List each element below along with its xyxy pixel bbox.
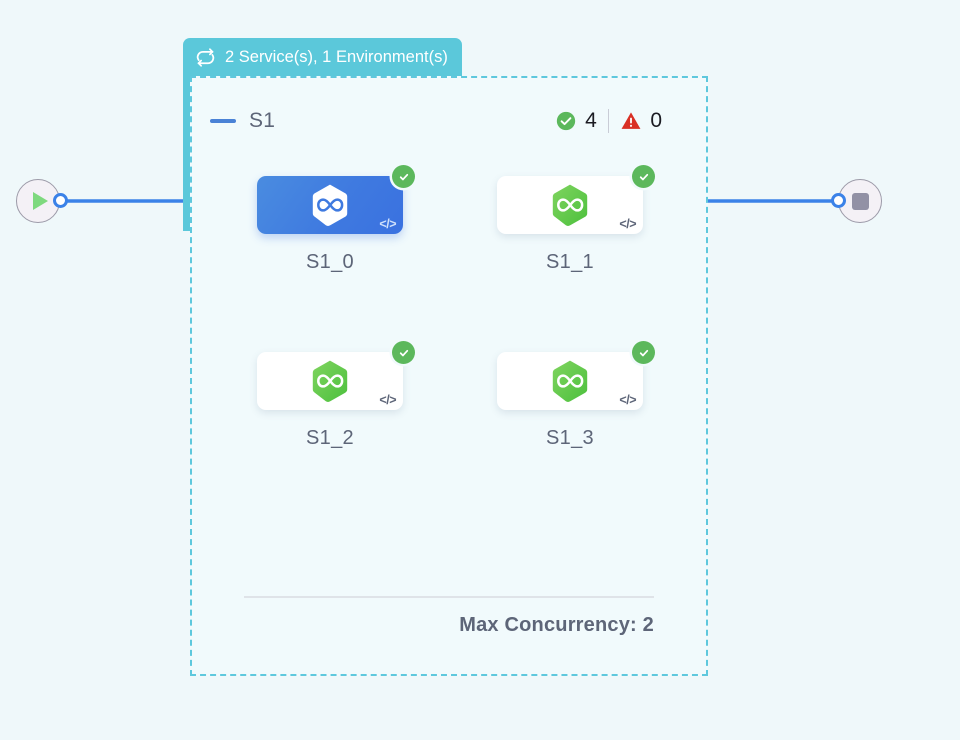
- hexagon-infinity-icon: [310, 183, 350, 227]
- service-node-card[interactable]: </>: [257, 341, 415, 410]
- status-warning: 0: [620, 109, 662, 133]
- node-label: S1_1: [546, 251, 594, 273]
- section-row: S1 4 0: [210, 104, 688, 138]
- node-grid: </> S1_0: [210, 165, 690, 450]
- code-icon[interactable]: </>: [379, 217, 396, 231]
- node-cell: </> S1_0: [210, 165, 450, 274]
- status-warning-count: 0: [650, 109, 662, 132]
- status-group: 4 0: [555, 109, 688, 133]
- check-badge-icon: [392, 341, 415, 364]
- loop-icon: [195, 47, 216, 68]
- hexagon-infinity-icon: [550, 359, 590, 403]
- code-icon[interactable]: </>: [379, 393, 396, 407]
- node-cell: </> S1_1: [450, 165, 690, 274]
- section-title: S1: [249, 109, 276, 132]
- start-node-output-handle[interactable]: [53, 193, 68, 208]
- service-node-card[interactable]: </>: [497, 341, 655, 410]
- hexagon-infinity-icon: [550, 183, 590, 227]
- play-icon: [32, 192, 48, 210]
- status-divider: [607, 109, 610, 133]
- group-footer: Max Concurrency: 2: [244, 596, 654, 637]
- node-label: S1_0: [306, 251, 354, 273]
- footer-divider: [244, 596, 654, 598]
- code-icon[interactable]: </>: [619, 217, 636, 231]
- max-concurrency-label: Max Concurrency: 2: [459, 613, 654, 636]
- code-icon[interactable]: </>: [619, 393, 636, 407]
- check-circle-icon: [556, 111, 576, 131]
- node-label: S1_3: [546, 427, 594, 449]
- warning-triangle-icon: [621, 112, 641, 129]
- status-success: 4: [555, 109, 597, 133]
- service-node-card[interactable]: </>: [257, 165, 415, 234]
- check-badge-icon: [632, 341, 655, 364]
- end-node-input-handle[interactable]: [831, 193, 846, 208]
- check-badge-icon: [632, 165, 655, 188]
- stop-icon: [851, 192, 869, 210]
- service-node-card[interactable]: </>: [497, 165, 655, 234]
- node-cell: </> S1_2: [210, 341, 450, 450]
- group-header[interactable]: 2 Service(s), 1 Environment(s): [183, 38, 462, 76]
- node-label: S1_2: [306, 427, 354, 449]
- group-header-label: 2 Service(s), 1 Environment(s): [225, 47, 448, 66]
- status-success-count: 4: [585, 109, 597, 132]
- minus-icon[interactable]: [210, 119, 236, 123]
- hexagon-infinity-icon: [310, 359, 350, 403]
- check-badge-icon: [392, 165, 415, 188]
- node-cell: </> S1_3: [450, 341, 690, 450]
